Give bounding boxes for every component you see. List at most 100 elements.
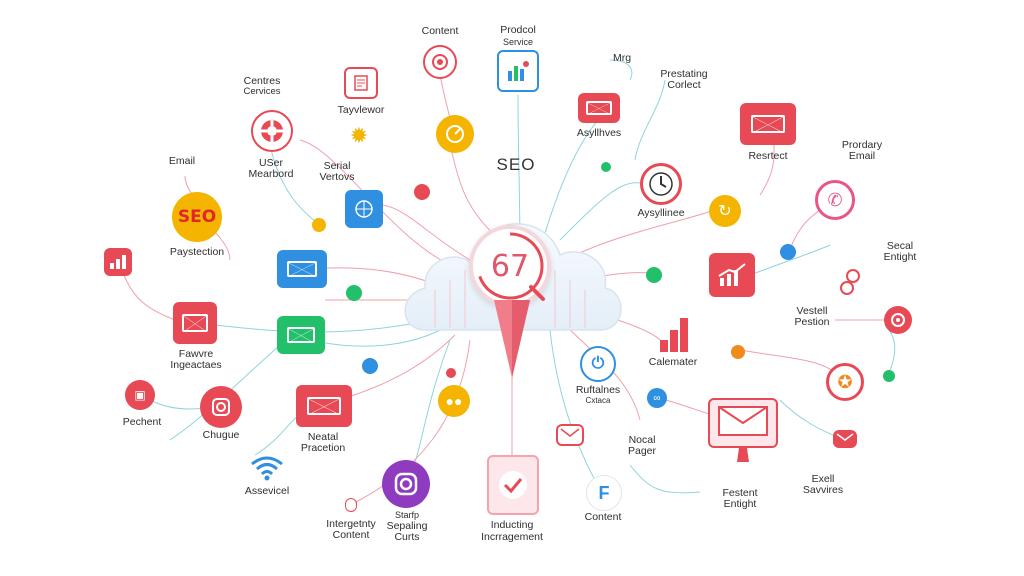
label-resrotect: Resrtect: [748, 150, 788, 162]
google-icon: F: [598, 482, 610, 503]
google-node[interactable]: F: [586, 475, 622, 511]
seo-badge-text: SEO: [177, 207, 217, 227]
percent-node[interactable]: ▣: [125, 380, 155, 410]
report-node[interactable]: [344, 67, 378, 99]
gauge-ring-icon: [476, 232, 545, 301]
gauge-icon: [446, 125, 464, 143]
mrg-email-node[interactable]: [578, 93, 620, 123]
green-email-node[interactable]: [277, 316, 325, 354]
label-asylihves: Asyllhves: [576, 127, 622, 139]
trend-chart-icon: [718, 263, 746, 286]
label-user-1: USer: [259, 157, 283, 169]
square-icon: ▣: [134, 388, 146, 402]
content-target-node[interactable]: [423, 45, 457, 79]
badge-node[interactable]: ✪: [826, 363, 864, 401]
lifebuoy-icon: [261, 120, 283, 142]
label-paystection: Paystection: [169, 246, 225, 258]
map-pin-icon: [494, 300, 530, 378]
target-icon: [432, 54, 448, 70]
checkmark-icon: [499, 471, 527, 499]
label-centres-2: Cervices: [243, 86, 281, 97]
blue-email-node[interactable]: [277, 250, 327, 288]
exell-email-node[interactable]: [833, 430, 857, 448]
connector-line: [739, 349, 841, 381]
clock-node[interactable]: [640, 163, 682, 205]
social-vertex-node[interactable]: [345, 190, 383, 228]
instagram-node[interactable]: [382, 460, 430, 508]
label-serial-2: Vertovs: [319, 171, 355, 183]
infinity-node[interactable]: ●●: [438, 385, 470, 417]
bar-chart-icon: [110, 255, 126, 269]
monitor-email-node[interactable]: [708, 398, 778, 448]
label-serial-1: Serial: [323, 160, 351, 172]
envelope-icon: [586, 101, 612, 115]
phone-icon: ✆: [827, 189, 843, 210]
label-prordary-1: Prordary: [841, 139, 883, 151]
label-prodcol-2: Service: [502, 37, 534, 47]
sun-icon: ✹: [349, 123, 369, 148]
report-icon: [354, 75, 368, 91]
label-neatal-2: Pracetion: [300, 442, 346, 454]
label-taywiewor: Tayvlewor: [337, 104, 385, 116]
green-dot: [346, 285, 362, 301]
connector-line: [629, 464, 701, 494]
envelope-icon: [751, 114, 785, 134]
label-intergetnty-1: Intergetnty: [326, 518, 376, 530]
instagram-icon: [394, 472, 418, 496]
camera-node[interactable]: [200, 386, 242, 428]
label-inducting-1: Inducting: [490, 519, 534, 531]
label-prordary-2: Email: [848, 150, 876, 162]
label-starfp-1: Starfp: [394, 510, 420, 520]
label-exell-1: Exell: [811, 473, 835, 485]
label-inducting-2: Incrragement: [481, 531, 543, 543]
speed-gauge-node[interactable]: [436, 115, 474, 153]
email-node-dot: [185, 168, 195, 178]
email-node-left[interactable]: [173, 302, 217, 344]
label-starfp-2: Sepaling: [386, 520, 428, 532]
wifi-icon: [248, 452, 286, 482]
connector-line: [609, 59, 633, 81]
label-festent-1: Festent: [722, 487, 758, 499]
bar-chart-node[interactable]: [654, 316, 694, 354]
lifebuoy-node[interactable]: [251, 110, 293, 152]
envelope-icon: [287, 260, 317, 278]
label-email-left: Email: [168, 155, 196, 167]
label-chugue: Chugue: [202, 429, 240, 441]
resrotect-email-node[interactable]: [740, 103, 796, 145]
monitor-email-icon: [718, 406, 768, 436]
label-secal-2: Entight: [883, 251, 917, 263]
link-node[interactable]: ∞: [647, 388, 667, 408]
label-prestating-2: Corlect: [667, 79, 701, 91]
chart-node-left[interactable]: [104, 248, 132, 276]
label-vestell-2: Pestion: [794, 316, 830, 328]
monitor-stand: [737, 448, 749, 462]
neatal-email-node[interactable]: [296, 385, 352, 427]
target-node-right[interactable]: [884, 306, 912, 334]
label-assevicel: Assevicel: [244, 485, 290, 497]
phone-check-node[interactable]: [487, 455, 539, 515]
envelope-icon: [836, 433, 854, 441]
small-green-dot: [601, 162, 611, 172]
label-vestell-1: Vestell: [796, 305, 828, 317]
refresh-node[interactable]: ↻: [709, 195, 741, 227]
clock-icon: [649, 172, 673, 196]
seo-badge-node[interactable]: SEO: [172, 192, 222, 242]
power-node[interactable]: ⏻: [580, 346, 616, 382]
product-service-node[interactable]: [497, 50, 539, 92]
label-pechent: Pechent: [122, 416, 162, 428]
label-calemeter: Calemater: [648, 356, 698, 368]
power-icon: ⏻: [591, 355, 605, 372]
label-ruftalmes-1: Ruftalnes: [575, 384, 621, 396]
growth-chart-node[interactable]: [709, 253, 755, 297]
small-email-node[interactable]: [556, 424, 584, 446]
blue-dot-right: [780, 244, 796, 260]
connector-line: [349, 339, 471, 506]
small-red-dot: [446, 368, 456, 378]
label-mrg: Mrg: [612, 52, 632, 64]
orange-dot: [731, 345, 745, 359]
label-prodcol-1: Prodcol: [500, 24, 536, 36]
envelope-icon: [286, 326, 316, 344]
connector-line: [574, 207, 721, 256]
phone-node[interactable]: ✆: [815, 180, 855, 220]
label-aysylilinee: Aysyllinee: [637, 207, 685, 219]
